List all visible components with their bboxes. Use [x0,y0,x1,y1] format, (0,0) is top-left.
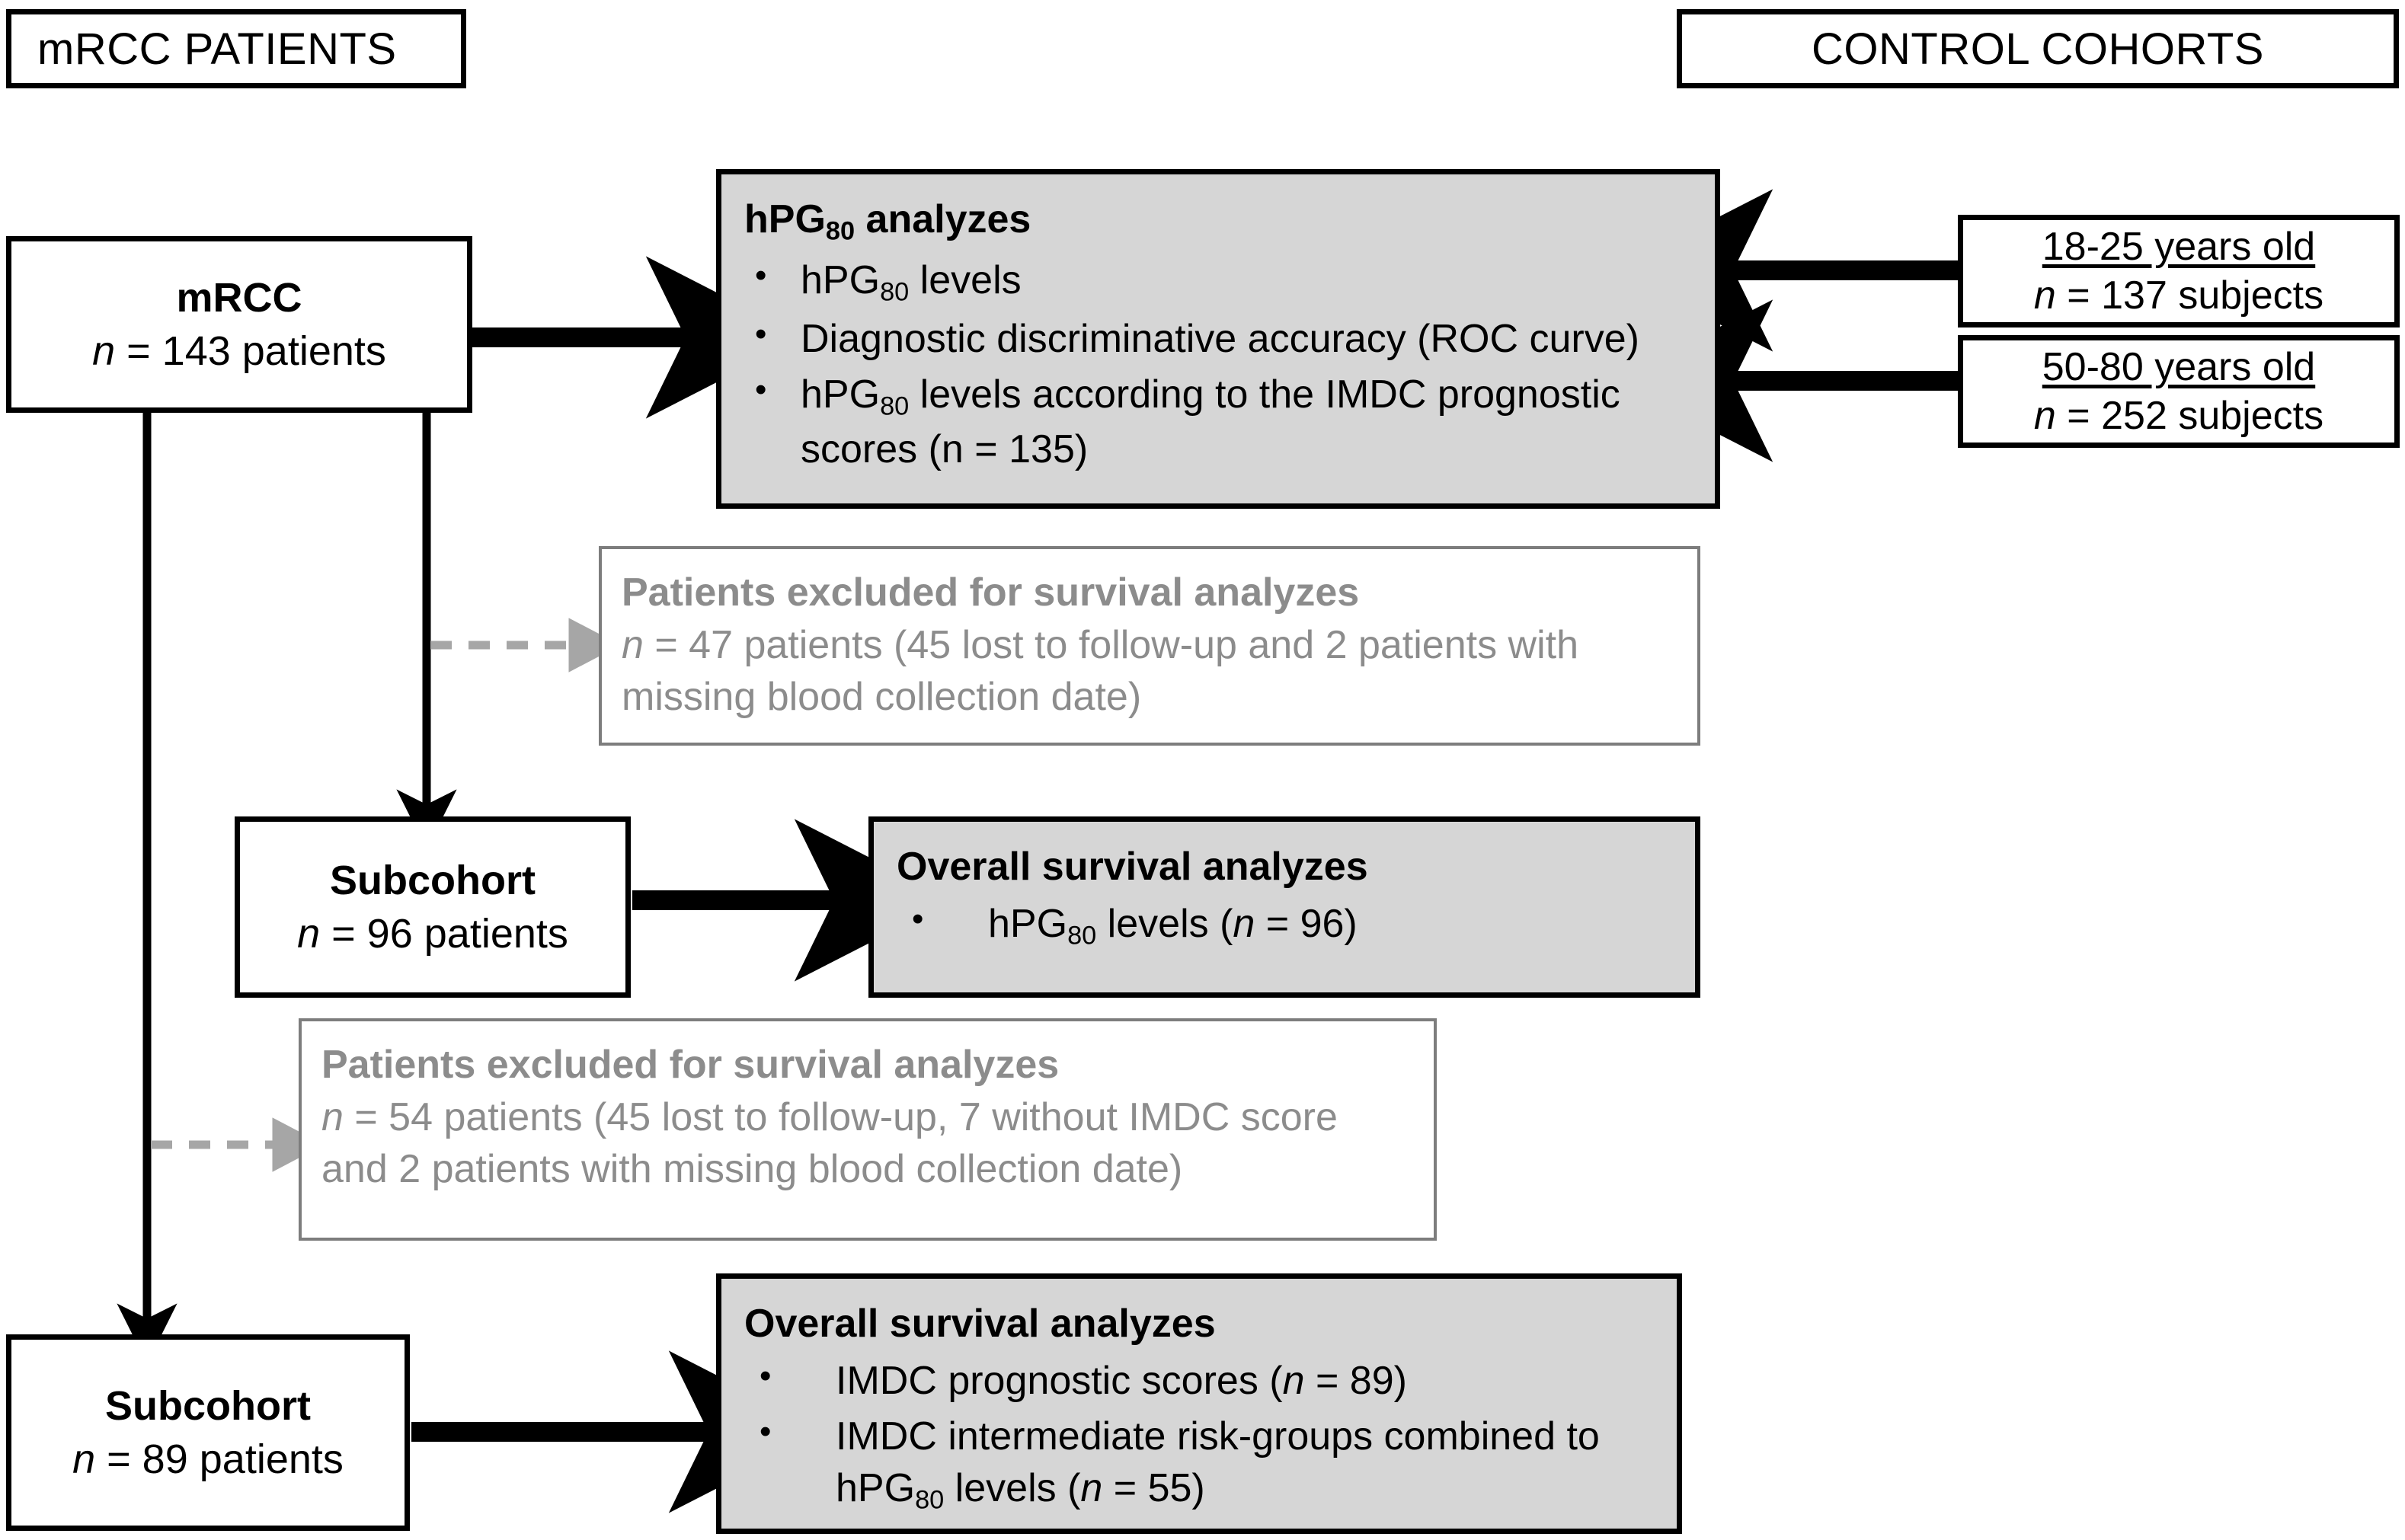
list-item: hPG80 levels [744,254,1692,309]
node-cohort-18-25: 18-25 years old n = 137 subjects [1958,215,2400,327]
panel-excluded-47-body: n = 47 patients (45 lost to follow-up an… [622,622,1578,720]
node-subcohort-96-title: Subcohort [330,857,536,903]
panel-excluded-54: Patients excluded for survival analyzes … [299,1018,1437,1241]
node-cohort-50-80-label: 50-80 years old [2042,344,2316,389]
panel-excluded-54-body: n = 54 patients (45 lost to follow-up, 7… [321,1094,1338,1192]
header-mrcc-patients: mRCC PATIENTS [6,9,466,88]
node-mrcc-title: mRCC [176,274,302,321]
panel-excluded-54-title: Patients excluded for survival analyzes [321,1043,1060,1087]
node-subcohort-89-title: Subcohort [105,1382,311,1429]
node-mrcc-count: n = 143 patients [92,328,386,374]
node-cohort-18-25-label: 18-25 years old [2042,224,2316,269]
panel-excluded-47: Patients excluded for survival analyzes … [599,546,1700,746]
list-item: IMDC intermediate risk-groups combined t… [744,1410,1654,1517]
panel-os-analyzes-89-bullets: IMDC prognostic scores (n = 89) IMDC int… [744,1354,1654,1517]
panel-hpg80-analyzes-bullets: hPG80 levels Diagnostic discriminative a… [744,254,1692,476]
node-mrcc: mRCC n = 143 patients [6,236,472,413]
panel-hpg80-analyzes-title: hPG80 analyzes [744,197,1031,246]
panel-os-analyzes-96: Overall survival analyzes hPG80 levels (… [868,816,1700,998]
header-control-cohorts: CONTROL COHORTS [1677,9,2399,88]
list-item: IMDC prognostic scores (n = 89) [744,1354,1654,1407]
node-subcohort-96-count: n = 96 patients [297,911,568,957]
node-cohort-50-80: 50-80 years old n = 252 subjects [1958,335,2400,448]
node-subcohort-96: Subcohort n = 96 patients [235,816,631,998]
node-subcohort-89-count: n = 89 patients [72,1436,344,1482]
panel-os-analyzes-89-title: Overall survival analyzes [744,1302,1216,1346]
node-subcohort-89: Subcohort n = 89 patients [6,1334,410,1531]
panel-excluded-47-title: Patients excluded for survival analyzes [622,570,1360,615]
panel-hpg80-analyzes: hPG80 analyzes hPG80 levels Diagnostic d… [716,169,1720,509]
header-control-cohorts-label: CONTROL COHORTS [1812,24,2264,74]
panel-os-analyzes-96-bullets: hPG80 levels (n = 96) [897,897,1672,953]
panel-os-analyzes-89: Overall survival analyzes IMDC prognosti… [716,1273,1682,1534]
list-item: Diagnostic discriminative accuracy (ROC … [744,312,1692,366]
list-item: hPG80 levels according to the IMDC progn… [744,368,1692,475]
panel-os-analyzes-96-title: Overall survival analyzes [897,845,1368,889]
node-cohort-18-25-count: n = 137 subjects [2033,273,2324,318]
list-item: hPG80 levels (n = 96) [897,897,1672,953]
header-mrcc-patients-label: mRCC PATIENTS [37,24,397,74]
node-cohort-50-80-count: n = 252 subjects [2033,394,2324,438]
